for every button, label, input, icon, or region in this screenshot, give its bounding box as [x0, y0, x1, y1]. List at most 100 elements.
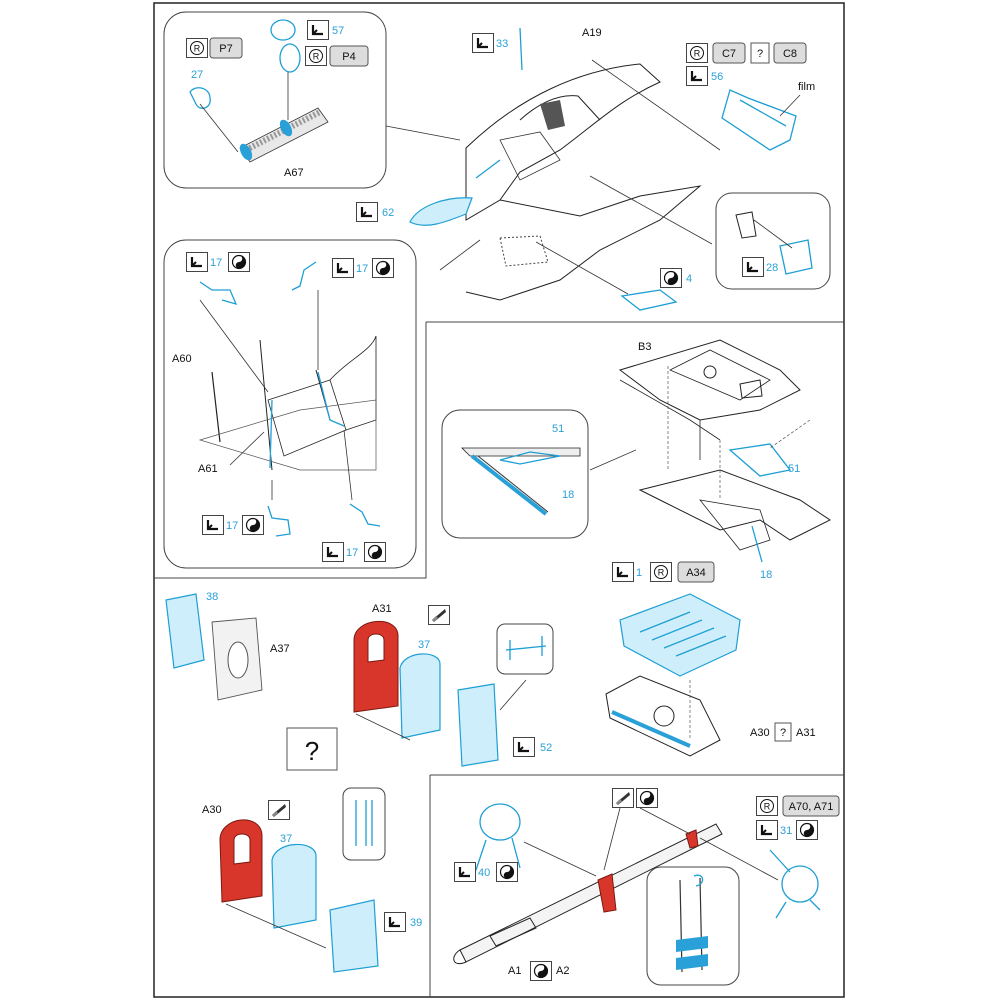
label-17-b: 17	[356, 263, 368, 275]
yin-yang-icon	[242, 515, 264, 535]
fold-icon	[186, 252, 208, 272]
part-52	[457, 683, 499, 767]
part-17-bl	[267, 505, 291, 537]
floor-b3-view: B3 51 18 51 18 1 A34	[441, 339, 831, 583]
pipe	[459, 823, 723, 963]
label-17-a: 17	[210, 257, 222, 269]
paint-icon	[268, 800, 290, 820]
label-question: ?	[757, 48, 763, 60]
label-33: 33	[496, 38, 508, 50]
bracket-red-b	[685, 829, 699, 849]
label-a34: A34	[686, 567, 706, 579]
sheet-border	[153, 2, 845, 998]
label-37-a: 37	[418, 639, 430, 651]
label-p7: P7	[219, 43, 232, 55]
fold-icon	[332, 258, 354, 278]
inset-gun-barrel: P7 27 57 P4 A67	[163, 11, 461, 189]
part-56	[721, 89, 797, 151]
part-31	[781, 865, 819, 903]
label-51-a: 51	[552, 423, 564, 435]
part-57-ring	[279, 43, 301, 73]
resin-icon	[756, 796, 778, 816]
inset-frame-17: 17 17 A60 A61 17 17	[163, 239, 417, 569]
part-40	[479, 803, 521, 841]
label-28: 28	[766, 262, 778, 274]
bulkhead-group: 38 A37 A31 37 52 ? A30 37 39	[165, 591, 554, 973]
part-39	[329, 899, 379, 973]
label-a30: A30	[202, 804, 222, 816]
main-fuselage-view: 33 A19 62 C7 ? C8 56 film 28	[356, 27, 831, 311]
fold-icon	[356, 202, 378, 222]
label-52: 52	[540, 742, 552, 754]
label-18-b: 18	[760, 569, 772, 581]
label-a2: A2	[556, 965, 569, 977]
part-27	[189, 87, 211, 109]
part-4	[620, 289, 678, 311]
label-a31: A31	[372, 603, 392, 615]
label-4: 4	[686, 273, 692, 285]
question-icon	[286, 727, 338, 771]
label-31: 31	[780, 825, 792, 837]
part-57-top	[270, 19, 296, 41]
resin-icon	[686, 43, 708, 63]
label-a37: A37	[270, 643, 290, 655]
label-51-b: 51	[788, 463, 800, 475]
fold-icon	[742, 257, 764, 277]
bracket-red-a	[597, 873, 617, 913]
yin-yang-icon	[660, 268, 682, 288]
label-a1: A1	[508, 965, 521, 977]
fold-icon	[756, 820, 778, 840]
part-33	[519, 27, 523, 71]
fold-icon	[686, 66, 708, 86]
fold-icon	[202, 515, 224, 535]
label-56: 56	[711, 71, 723, 83]
label-38: 38	[206, 591, 218, 603]
label-a31-seat: A31	[796, 727, 816, 739]
part-38	[165, 593, 205, 669]
yin-yang-icon	[364, 542, 386, 562]
fold-icon	[612, 562, 634, 582]
yin-yang-icon	[372, 258, 394, 278]
label-p4: P4	[342, 51, 355, 63]
label-b3: B3	[638, 341, 651, 353]
label-17-d: 17	[346, 547, 358, 559]
fold-icon	[472, 33, 494, 53]
label-a61: A61	[198, 463, 218, 475]
section-divider	[429, 774, 844, 997]
yin-yang-icon	[796, 820, 818, 840]
fold-icon	[322, 542, 344, 562]
paint-icon	[428, 605, 450, 625]
paint-icon	[612, 788, 634, 808]
label-37-b: 37	[280, 833, 292, 845]
label-40: 40	[478, 867, 490, 879]
resin-icon	[186, 38, 208, 58]
fold-icon	[454, 862, 476, 882]
seat-assembly: A30 ? A31	[605, 593, 816, 757]
fold-icon	[307, 20, 329, 40]
label-c7: C7	[722, 48, 736, 60]
label-a67: A67	[284, 167, 304, 179]
part-37-a	[399, 653, 441, 739]
fold-icon	[384, 912, 406, 932]
label-c8: C8	[783, 48, 797, 60]
yin-yang-icon	[228, 252, 250, 272]
label-a19: A19	[582, 27, 602, 39]
yin-yang-icon	[530, 961, 552, 981]
resin-icon	[650, 562, 672, 582]
label-a30-seat: A30	[750, 727, 770, 739]
yin-yang-icon	[636, 788, 658, 808]
part-17-br	[349, 503, 381, 527]
label-18-a: 18	[562, 489, 574, 501]
part-1-seat	[619, 593, 741, 677]
label-film: film	[798, 81, 815, 93]
label-39: 39	[410, 917, 422, 929]
resin-icon	[305, 46, 327, 66]
label-a60: A60	[172, 353, 192, 365]
control-column-group: A70, A71 31 40 A1 A2	[453, 788, 840, 986]
label-question-big: ?	[305, 736, 319, 766]
section-divider	[154, 321, 844, 579]
label-27: 27	[191, 69, 203, 81]
part-a31-painted	[353, 621, 399, 713]
label-a70-a71: A70, A71	[789, 801, 834, 813]
